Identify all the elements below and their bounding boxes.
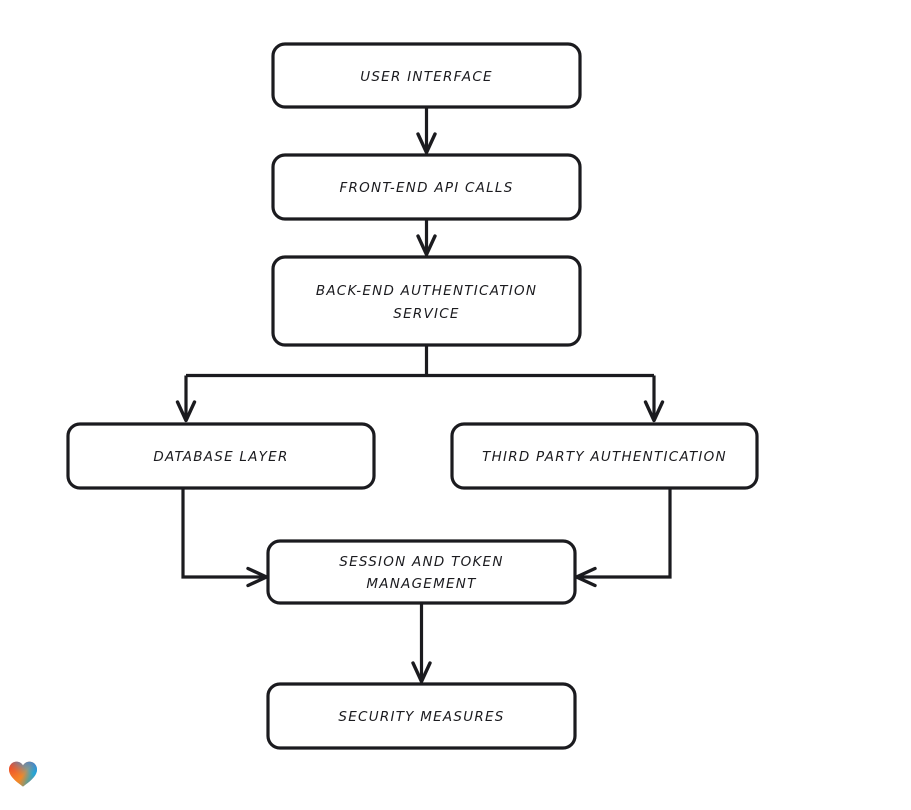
heart-icon xyxy=(9,761,37,787)
node-front-end-api-calls[interactable]: FRONT-END API CALLS xyxy=(271,153,582,221)
node-session-and-token-management-label-line1: SESSION AND TOKEN xyxy=(339,554,503,570)
node-security-measures[interactable]: SECURITY MEASURES xyxy=(266,682,577,750)
node-database-layer-label: DATABASE LAYER xyxy=(153,449,288,465)
node-third-party-authentication[interactable]: THIRD PARTY AUTHENTICATION xyxy=(450,422,759,490)
node-back-end-authentication-service-shape[interactable] xyxy=(271,255,582,347)
edge-user-interface-to-front-end-api-calls xyxy=(416,107,437,155)
node-database-layer[interactable]: DATABASE LAYER xyxy=(66,422,376,490)
node-user-interface-shape[interactable] xyxy=(271,42,582,109)
node-back-end-authentication-service-label-line2: SERVICE xyxy=(393,306,459,322)
edge-front-end-api-calls-to-back-end-authentication-service xyxy=(416,219,437,257)
node-front-end-api-calls-shape[interactable] xyxy=(271,153,582,221)
node-database-layer-shape[interactable] xyxy=(66,422,376,490)
node-security-measures-shape[interactable] xyxy=(266,682,577,750)
edge-third-party-authentication-to-session-and-token-management xyxy=(574,488,672,588)
node-session-and-token-management-label-line2: MANAGEMENT xyxy=(366,576,477,592)
node-user-interface-label: USER INTERFACE xyxy=(360,69,493,85)
node-user-interface[interactable]: USER INTERFACE xyxy=(271,42,582,109)
node-session-and-token-management-shape[interactable] xyxy=(266,539,577,605)
node-third-party-authentication-label: THIRD PARTY AUTHENTICATION xyxy=(482,449,727,465)
node-back-end-authentication-service-label-line1: BACK-END AUTHENTICATION xyxy=(316,283,537,299)
node-third-party-authentication-shape[interactable] xyxy=(450,422,759,490)
edge-database-layer-to-session-and-token-management xyxy=(181,488,269,588)
edge-session-and-token-management-to-security-measures xyxy=(411,603,432,684)
node-front-end-api-calls-label: FRONT-END API CALLS xyxy=(339,180,513,196)
node-back-end-authentication-service[interactable]: BACK-END AUTHENTICATION SERVICE xyxy=(271,255,582,347)
edge-back-end-authentication-service-split xyxy=(175,345,665,423)
node-session-and-token-management[interactable]: SESSION AND TOKEN MANAGEMENT xyxy=(266,539,577,605)
node-security-measures-label: SECURITY MEASURES xyxy=(338,709,504,725)
